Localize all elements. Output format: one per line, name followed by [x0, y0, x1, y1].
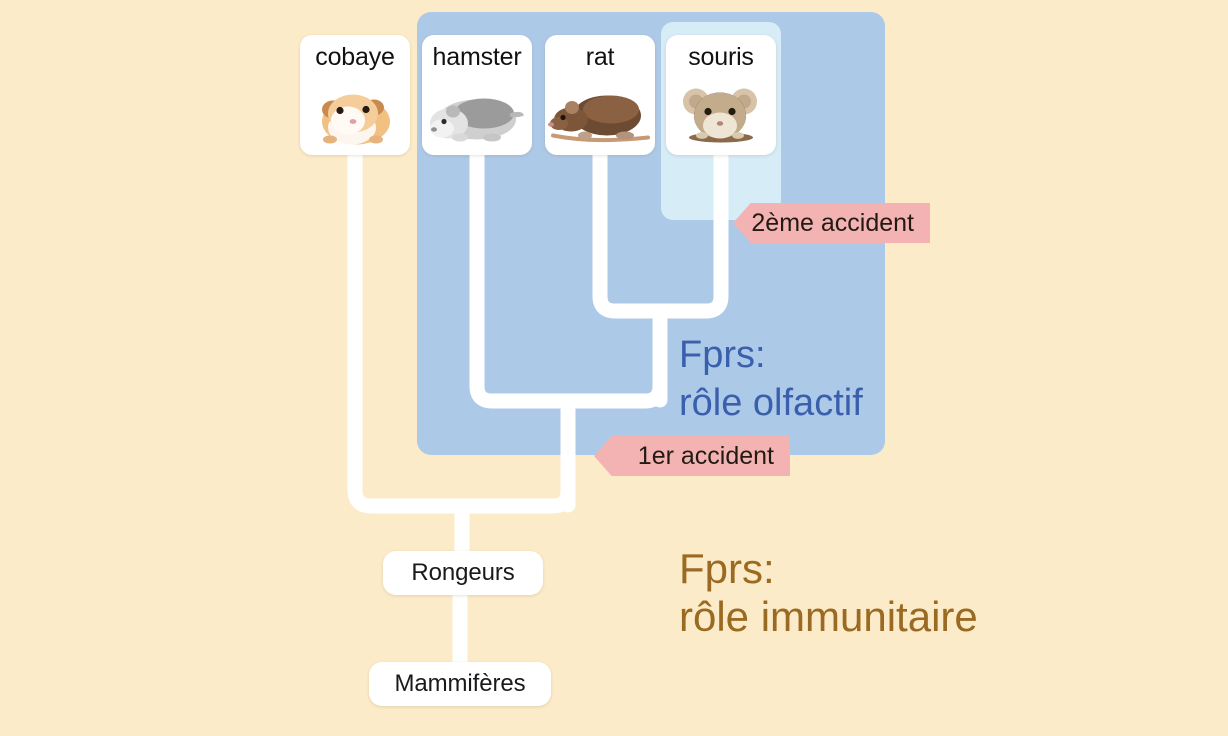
arrow-left-shape-2 [733, 203, 930, 243]
caption-olfactif-line1: Fprs: [679, 334, 766, 376]
node-label-mammiferes: Mammifères [394, 670, 526, 697]
taxon-label-hamster: hamster [432, 43, 522, 71]
hamster-icon [422, 70, 532, 155]
taxon-card-souris[interactable]: souris [666, 35, 776, 155]
taxon-card-hamster[interactable]: hamster [422, 35, 532, 155]
arrow-left-shape-1 [594, 436, 790, 476]
caption-immunitaire-line2: rôle immunitaire [679, 593, 978, 640]
taxon-card-cobaye[interactable]: cobaye [300, 35, 410, 155]
annotation-label-1er-accident: 1er accident [637, 441, 774, 470]
mouse-icon [666, 70, 776, 155]
node-box-mammiferes[interactable]: Mammifères [369, 662, 551, 706]
branch-hamster [469, 142, 668, 409]
taxon-card-rat[interactable]: rat [545, 35, 655, 155]
annotation-label-2eme-accident: 2ème accident [751, 208, 914, 237]
branch-cobaye [347, 142, 576, 514]
node-box-rongeurs[interactable]: Rongeurs [383, 551, 543, 595]
taxon-label-souris: souris [688, 43, 754, 71]
caption-olfactif-line2: rôle olfactif [679, 382, 863, 424]
caption-immunitaire-line1: Fprs: [679, 545, 775, 592]
taxon-label-rat: rat [585, 43, 615, 71]
branch-rat [592, 142, 729, 319]
taxon-label-cobaye: cobaye [315, 43, 395, 71]
annotation-arrow-2eme-accident[interactable]: 2ème accident [733, 203, 930, 243]
annotation-arrow-1er-accident[interactable]: 1er accident [594, 436, 790, 476]
guinea-pig-icon [300, 70, 410, 155]
rat-icon [545, 70, 655, 155]
node-label-rongeurs: Rongeurs [411, 559, 515, 586]
